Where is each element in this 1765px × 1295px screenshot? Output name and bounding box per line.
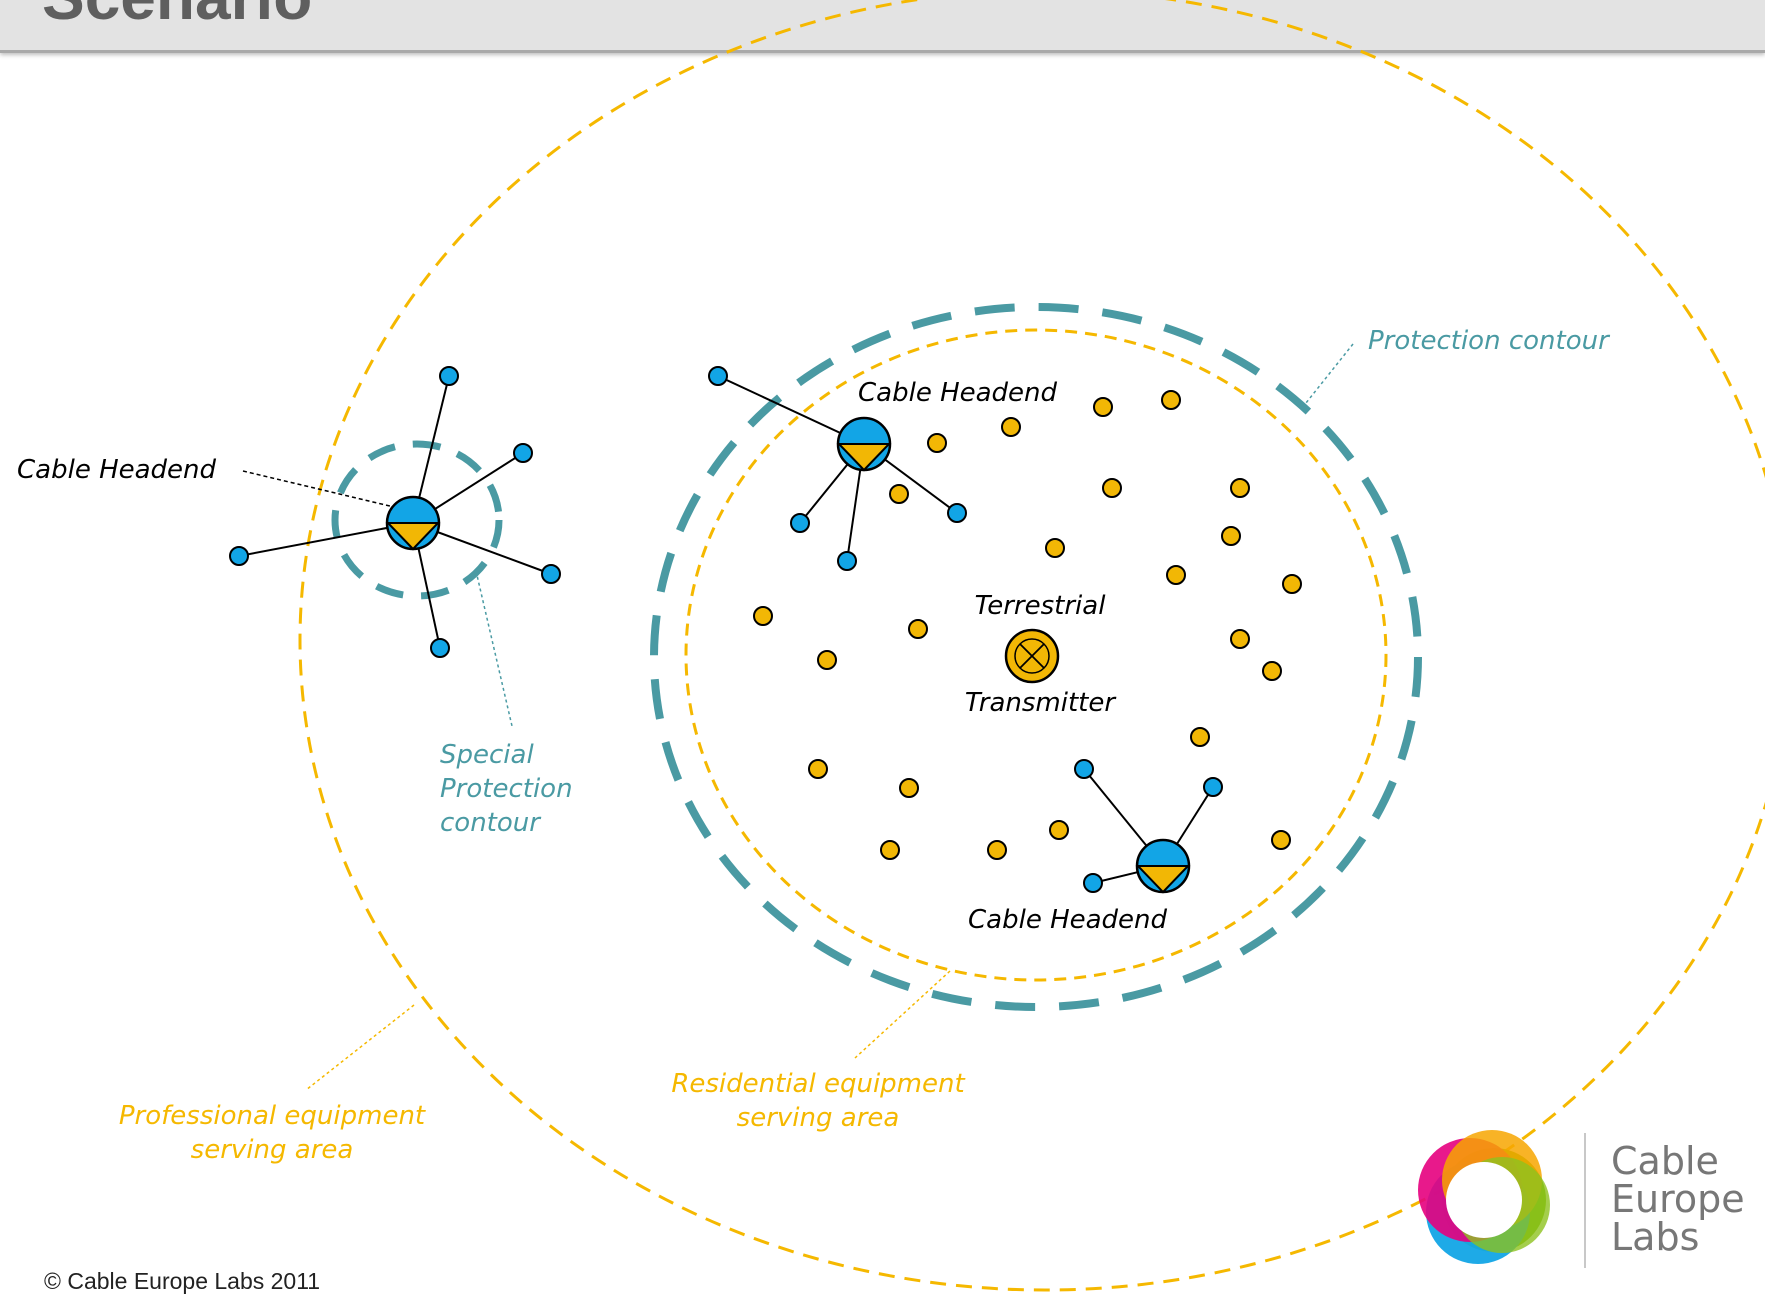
special-protection-label-line1: Special — [440, 740, 534, 770]
professional-label-line2: serving area — [191, 1135, 354, 1165]
residential-label-line1: Residential equipment — [671, 1069, 965, 1099]
professional-customer-nodes — [229, 366, 1223, 893]
transmitter-label-line1: Terrestrial — [975, 591, 1107, 621]
page-title: Scenario — [42, 0, 312, 34]
cable-headend-label-bottom: Cable Headend — [968, 905, 1168, 935]
cable-headend-label-left: Cable Headend — [17, 455, 217, 485]
leader-professional — [305, 1004, 415, 1091]
transmitter-label-line2: Transmitter — [965, 688, 1117, 718]
leader-protection-contour — [1301, 343, 1354, 409]
protection-contour — [650, 303, 1422, 1011]
logo-text-line3: Labs — [1611, 1215, 1700, 1259]
logo-text-line1: Cable — [1611, 1139, 1719, 1183]
protection-contour-label: Protection contour — [1368, 326, 1611, 356]
residential-nodes — [753, 390, 1302, 860]
logo-text: Cable Europe Labs — [1611, 1142, 1745, 1256]
special-protection-contour — [331, 440, 503, 600]
cable-headend-label-top: Cable Headend — [858, 378, 1058, 408]
special-protection-label-line3: contour — [440, 808, 542, 838]
header-bar: Scenario — [0, 0, 1765, 53]
cable-europe-labs-logo-icon — [1418, 1130, 1550, 1264]
terrestrial-transmitter-icon — [1004, 628, 1060, 684]
cable-headend-left-icon — [385, 495, 441, 551]
professional-label-line1: Professional equipment — [119, 1101, 426, 1131]
cable-headend-top-icon — [836, 416, 892, 472]
logo-text-line2: Europe — [1611, 1177, 1745, 1221]
cable-headend-bottom-icon — [1135, 838, 1191, 894]
residential-label-line2: serving area — [737, 1103, 900, 1133]
copyright-footer: © Cable Europe Labs 2011 — [44, 1268, 321, 1294]
leader-special-protection — [475, 570, 513, 727]
logo-divider — [1584, 1133, 1586, 1268]
residential-serving-area — [684, 328, 1388, 982]
professional-serving-area — [298, 0, 1765, 1292]
leader-cable-headend-left — [242, 470, 395, 508]
special-protection-label-line2: Protection — [440, 774, 573, 804]
